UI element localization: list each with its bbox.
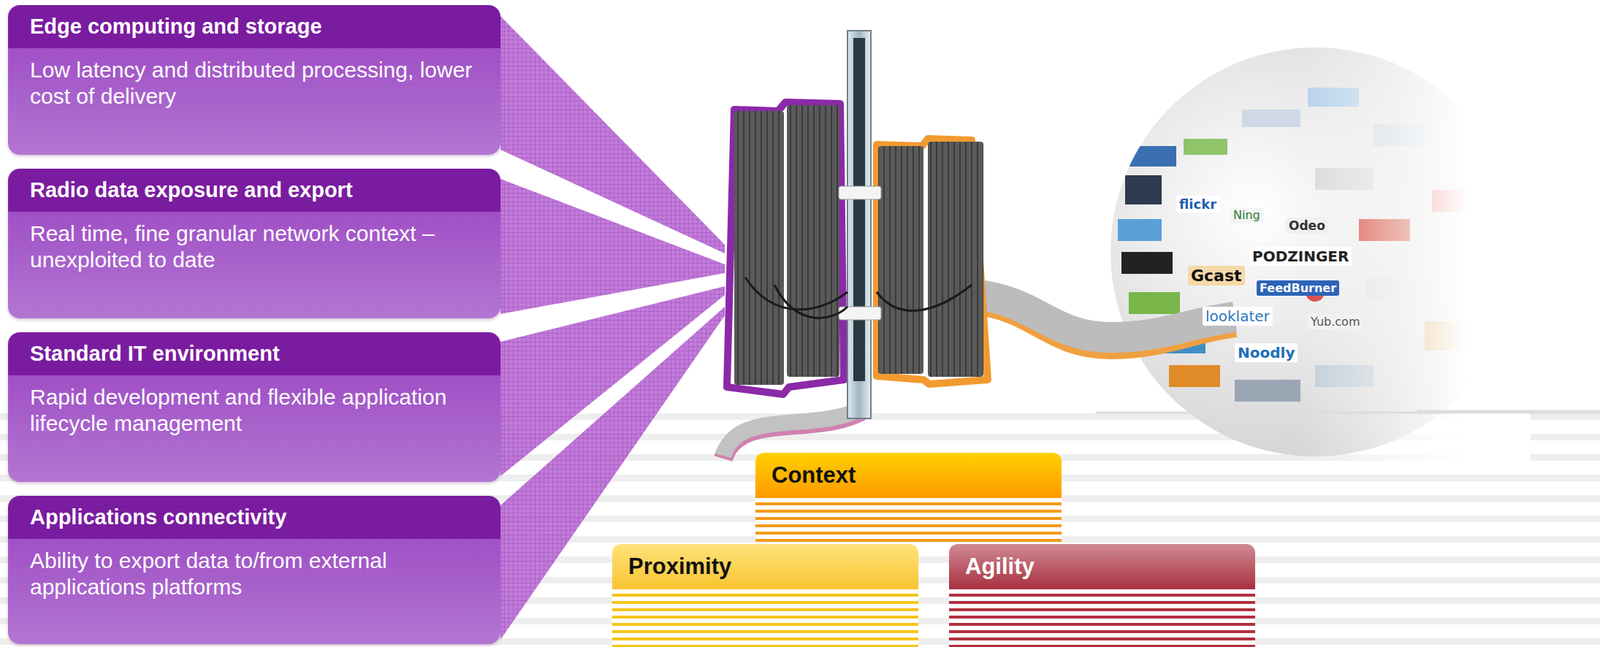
box-heading: Edge computing and storage xyxy=(8,5,501,49)
globe-fade xyxy=(1106,43,1531,464)
pillar-box: Proximity xyxy=(612,544,919,647)
pillar-band: Agility xyxy=(949,544,1256,590)
radio-unit xyxy=(878,146,924,375)
cable xyxy=(723,406,866,456)
logo-label: Ning xyxy=(1230,207,1264,223)
feature-box: Standard IT environmentRapid development… xyxy=(8,332,501,483)
feature-box: Edge computing and storageLow latency an… xyxy=(8,5,501,155)
logo-label: looklater xyxy=(1202,306,1273,326)
globe xyxy=(1106,43,1531,464)
stripe-line xyxy=(1417,410,1600,413)
right-lines xyxy=(1095,411,1600,413)
mount-bracket xyxy=(838,186,882,200)
pillar-box: Context xyxy=(755,452,1062,543)
mast xyxy=(847,30,871,419)
pillar-label: Agility xyxy=(965,553,1240,581)
logo-label: Yub.com xyxy=(1307,314,1364,330)
feature-box: Radio data exposure and exportReal time,… xyxy=(8,168,501,319)
box-body: Low latency and distributed processing, … xyxy=(8,48,501,155)
box-heading: Radio data exposure and export xyxy=(8,168,501,212)
pillar-label: Context xyxy=(771,461,1046,489)
box-body: Ability to export data to/from external … xyxy=(8,539,501,645)
unit-outline xyxy=(726,102,844,395)
box-heading: Standard IT environment xyxy=(8,332,501,376)
fan-beam xyxy=(500,178,725,315)
radio-unit xyxy=(927,141,984,377)
logo-label: Odeo xyxy=(1285,217,1329,234)
logo-label: Noodly xyxy=(1234,343,1298,363)
radio-unit xyxy=(734,111,784,386)
pillar-stripes xyxy=(612,589,919,647)
logo-label: PODZINGER xyxy=(1249,246,1352,266)
box-heading: Applications connectivity xyxy=(8,496,501,540)
unit-outline xyxy=(876,138,988,385)
radio-unit xyxy=(786,105,840,377)
logo-label: Gcast xyxy=(1187,265,1245,286)
feature-box: Applications connectivityAbility to expo… xyxy=(8,496,501,645)
cable xyxy=(978,295,1235,338)
logo-label: FeedBurner xyxy=(1256,280,1340,296)
mast-slot xyxy=(853,37,866,382)
pillar-box: Agility xyxy=(949,544,1256,647)
pillar-band: Proximity xyxy=(612,544,919,590)
logo-label: flickr xyxy=(1176,195,1220,213)
box-body: Real time, fine granular network context… xyxy=(8,211,501,319)
pillar-band: Context xyxy=(755,452,1062,499)
pillar-stripes xyxy=(755,498,1062,543)
box-body: Rapid development and flexible applicati… xyxy=(8,375,501,483)
stripe-line xyxy=(1095,412,1600,415)
jumper-cable xyxy=(745,277,972,318)
pillar-stripes xyxy=(949,589,1256,647)
radio-site xyxy=(726,30,988,419)
pillar-label: Proximity xyxy=(628,553,903,581)
